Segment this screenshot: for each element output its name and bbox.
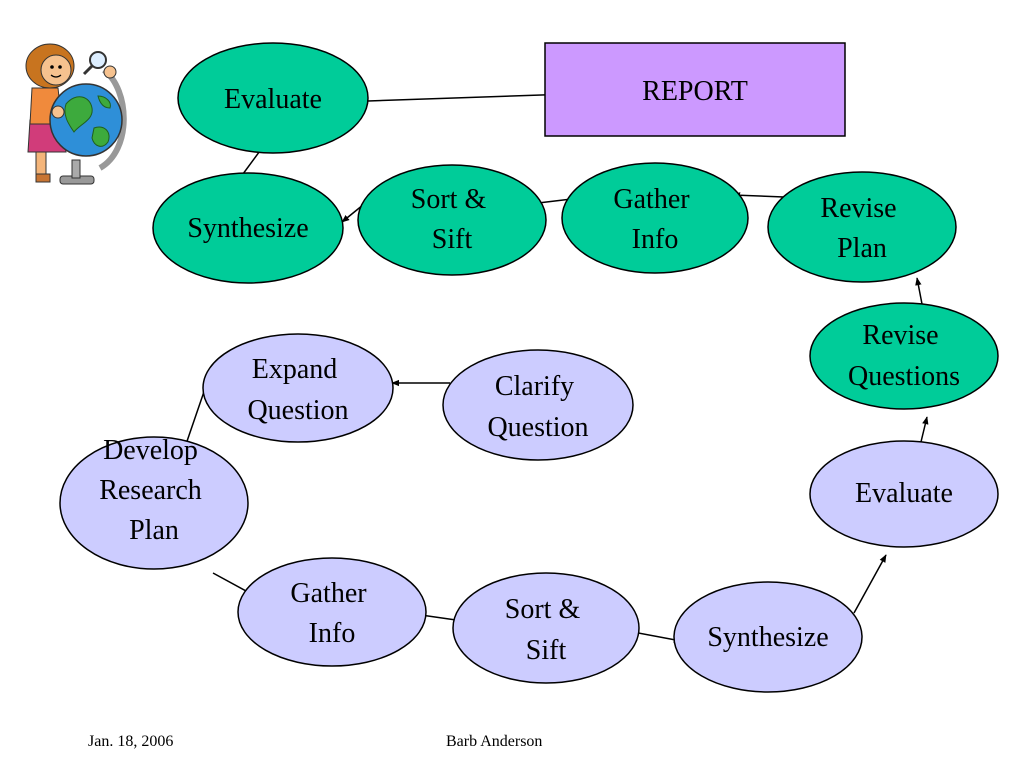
girl-with-globe-icon (25, 43, 127, 185)
footer-date: Jan. 18, 2006 (88, 733, 174, 750)
gather-info-bottom-node (237, 557, 427, 667)
arrow-synthesize-to-evaluate-right (853, 554, 887, 614)
revise-questions-label: Revise Questions (848, 320, 960, 392)
synthesize-top-node (152, 172, 344, 284)
develop-plan-node (59, 436, 249, 570)
synthesize-bottom-label: Synthesize (707, 622, 828, 653)
expand-question-node (202, 333, 394, 443)
report-label: REPORT (642, 76, 748, 107)
sort-sift-bottom-label: Sort & Sift (505, 594, 587, 666)
evaluate-right-node (809, 440, 999, 548)
revise-plan-label: Revise Plan (820, 193, 903, 264)
nodes: REPORT Evaluate Synthesize Sort & Sift G… (59, 42, 999, 693)
sort-sift-bottom-node (452, 572, 640, 684)
revise-questions-node (809, 302, 999, 410)
synthesize-bottom-node (673, 581, 863, 693)
report-box (544, 42, 846, 137)
gather-info-bottom-label: Gather Info (290, 578, 373, 649)
arrow-reviseplan-to-gather (732, 192, 785, 199)
arrow-revisequestions-to-reviseplan (915, 277, 923, 305)
gather-info-top-node (561, 162, 749, 274)
sort-sift-top-label: Sort & Sift (411, 184, 493, 255)
evaluate-top-label: Evaluate (224, 84, 322, 115)
revise-plan-node (767, 171, 957, 283)
arrow-sort-to-synthesize-bottom (632, 631, 682, 643)
evaluate-top-node (177, 42, 369, 154)
footer-author: Barb Anderson (446, 733, 543, 750)
clarify-question-label: Clarify Question (487, 371, 588, 443)
arrow-evaluate-to-report (367, 91, 572, 102)
clarify-question-node (442, 349, 634, 461)
gather-info-top-label: Gather Info (613, 184, 696, 255)
expand-question-label: Expand Question (247, 354, 348, 426)
synthesize-top-label: Synthesize (187, 213, 308, 244)
develop-plan-label: Develop Research Plan (99, 435, 209, 546)
sort-sift-top-node (357, 164, 547, 276)
evaluate-right-label: Evaluate (855, 478, 953, 509)
